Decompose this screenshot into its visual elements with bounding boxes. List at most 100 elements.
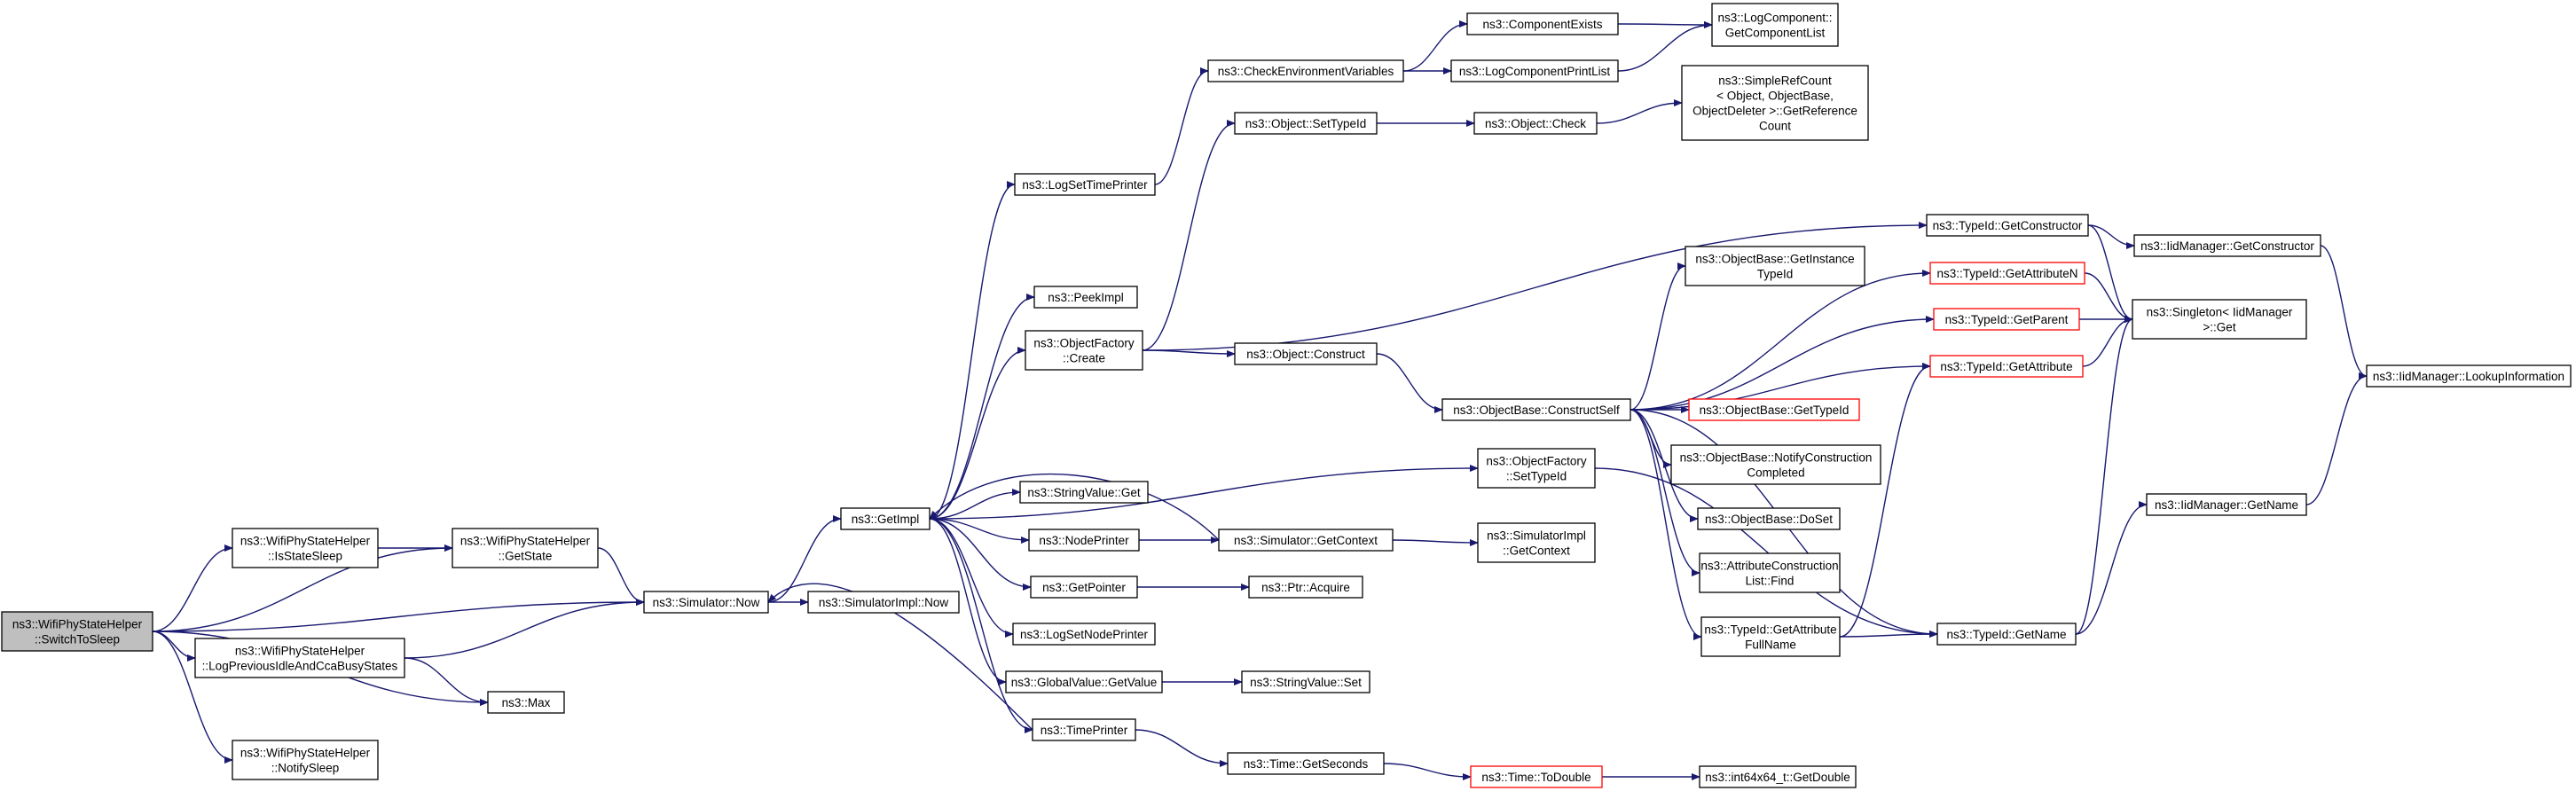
graph-node-box [807,591,960,614]
graph-node-objsettypeid[interactable]: ns3::Object::SetTypeId [1234,112,1378,135]
graph-node-nodeprinter[interactable]: ns3::NodePrinter [1028,529,1140,552]
graph-node-isstatesleep[interactable]: ns3::WifiPhyStateHelper::IsStateSleep [232,528,379,568]
graph-node-timeprinter[interactable]: ns3::TimePrinter [1032,718,1136,741]
graph-node-label: ns3::TypeId::GetAttribute [1940,360,2072,373]
call-edge-timegetseconds-to-timetodouble [1383,763,1472,780]
graph-node-logsetnode[interactable]: ns3::LogSetNodePrinter [1012,623,1156,646]
graph-node-logsettime[interactable]: ns3::LogSetTimePrinter [1014,173,1156,196]
graph-node-label: ns3::SimulatorImpl::Now [819,596,949,609]
call-edge-getimpl-to-getpointer [929,518,1032,591]
graph-node-simimplnow[interactable]: ns3::SimulatorImpl::Now [807,591,960,614]
graph-node-label: ns3::SimpleRefCount [1718,74,1832,87]
graph-node-stringvalueget[interactable]: ns3::StringValue::Get [1019,481,1149,504]
graph-node-objfactsettypeid[interactable]: ns3::ObjectFactory::SetTypeId [1477,448,1596,489]
graph-node-timegetseconds[interactable]: ns3::Time::GetSeconds [1227,752,1385,775]
graph-node-box [1473,112,1598,135]
graph-node-label: ns3::ObjectBase::ConstructSelf [1453,403,1620,417]
graph-node-label: ::IsStateSleep [268,549,342,562]
call-edge-getimpl-to-nodeprinter [929,518,1030,544]
graph-node-peekimpl[interactable]: ns3::PeekImpl [1033,286,1138,309]
graph-node-label: ns3::Max [502,696,551,709]
graph-node-label: ns3::TypeId::GetParent [1945,313,2069,326]
graph-node-label: List::Find [1746,574,1795,587]
graph-node-iidgetname[interactable]: ns3::IidManager::GetName [2146,493,2307,516]
graph-node-objconstruct[interactable]: ns3::Object::Construct [1234,342,1378,365]
graph-node-label: ns3::StringValue::Set [1250,676,1362,689]
graph-node-label: ns3::WifiPhyStateHelper [12,617,143,631]
graph-node-label: >::Get [2203,320,2235,333]
call-edge-getimpl-to-peekimpl [929,294,1035,520]
graph-node-stringvalueset[interactable]: ns3::StringValue::Set [1241,670,1370,693]
graph-node-simplerefcount[interactable]: ns3::SimpleRefCount< Object, ObjectBase,… [1681,65,1869,141]
graph-node-componentexists[interactable]: ns3::ComponentExists [1466,12,1619,35]
graph-node-logcompprintlist[interactable]: ns3::LogComponentPrintList [1450,59,1619,82]
graph-node-label: ns3::WifiPhyStateHelper [235,644,365,657]
graph-node-typeidgetattrn[interactable]: ns3::TypeId::GetAttributeN [1929,262,2085,285]
graph-node-label: ObjectDeleter >::GetReference [1692,104,1857,117]
graph-node-box [1005,670,1163,693]
graph-node-label: TypeId [1757,267,1794,280]
call-edge-objcheck-to-simplerefcount [1596,99,1683,124]
graph-node-ptracquire[interactable]: ns3::Ptr::Acquire [1248,576,1363,599]
graph-node-label: ::SetTypeId [1506,469,1567,482]
graph-node-objcheck[interactable]: ns3::Object::Check [1473,112,1598,135]
graph-node-label: GetComponentList [1725,26,1826,39]
graph-node-objbaseconstructself[interactable]: ns3::ObjectBase::ConstructSelf [1441,398,1631,421]
call-edge-switch-to-notifysleep [152,631,233,764]
graph-node-box [1248,576,1363,599]
graph-node-globalvalue[interactable]: ns3::GlobalValue::GetValue [1005,670,1163,693]
call-edge-switch-to-simnow [152,599,645,632]
graph-node-label: ns3::Object::Check [1485,117,1586,130]
graph-node-max[interactable]: ns3::Max [487,691,565,714]
graph-node-objfactcreate[interactable]: ns3::ObjectFactory::Create [1025,330,1143,371]
call-edge-objbaseconstructself-to-objbasedoset [1630,409,1699,522]
graph-node-getpointer[interactable]: ns3::GetPointer [1030,576,1138,599]
graph-node-label: ns3::ObjectBase::GetTypeId [1700,403,1850,417]
call-edge-objfactcreate-to-objsettypeid [1142,120,1236,351]
graph-node-checkenv[interactable]: ns3::CheckEnvironmentVariables [1207,59,1404,82]
graph-node-box [232,740,379,780]
graph-node-label: ns3::Singleton< IidManager [2147,305,2293,318]
graph-node-box [1234,112,1378,135]
call-edge-logcompprintlist-to-logcompgetlist [1617,21,1713,72]
graph-node-iidlookup[interactable]: ns3::IidManager::LookupInformation [2366,364,2572,388]
graph-node-simgetcontext[interactable]: ns3::Simulator::GetContext [1218,529,1394,552]
graph-node-box [1681,65,1869,141]
graph-node-switch[interactable]: ns3::WifiPhyStateHelper::SwitchToSleep [1,611,153,652]
graph-node-box [1028,529,1140,552]
graph-node-box [1933,308,2080,331]
graph-node-typeidgetparent[interactable]: ns3::TypeId::GetParent [1933,308,2080,331]
graph-node-label: ns3::NodePrinter [1039,534,1129,547]
graph-node-typeidgetconstructor[interactable]: ns3::TypeId::GetConstructor [1926,214,2089,237]
graph-node-box [1450,59,1619,82]
call-edge-iidgetname-to-iidlookup [2305,372,2368,505]
graph-node-simnow[interactable]: ns3::Simulator::Now [643,591,769,614]
call-edge-timeprinter-to-timegetseconds [1135,729,1229,767]
graph-node-objbasenotify[interactable]: ns3::ObjectBase::NotifyConstructionCompl… [1670,444,1881,485]
call-edge-switch-to-getstate [152,544,453,632]
graph-node-typeidgetattribute[interactable]: ns3::TypeId::GetAttribute [1929,355,2084,378]
call-edge-typeidgetattrn-to-singletonget [2084,272,2133,323]
graph-node-timetodouble[interactable]: ns3::Time::ToDouble [1470,765,1603,788]
graph-node-box [1207,59,1404,82]
call-edge-iidgetconstructor-to-iidlookup [2320,245,2368,380]
graph-node-iidgetconstructor[interactable]: ns3::IidManager::GetConstructor [2133,234,2321,257]
graph-node-objbasegettypeid[interactable]: ns3::ObjectBase::GetTypeId [1688,398,1860,421]
graph-node-logcompgetlist[interactable]: ns3::LogComponent::GetComponentList [1711,3,1839,47]
graph-node-typeidgetname[interactable]: ns3::TypeId::GetName [1936,623,2077,646]
graph-node-notifysleep[interactable]: ns3::WifiPhyStateHelper::NotifySleep [232,740,379,780]
graph-node-singletonget[interactable]: ns3::Singleton< IidManager>::Get [2132,299,2307,340]
graph-node-logprev[interactable]: ns3::WifiPhyStateHelper::LogPreviousIdle… [194,638,405,678]
graph-node-box [452,528,599,568]
graph-node-getstate[interactable]: ns3::WifiPhyStateHelper::GetState [452,528,599,568]
call-edge-typeidgetname-to-singletonget [2075,316,2133,635]
call-edge-objbaseconstructself-to-typeidgetattribute [1630,363,1931,411]
graph-node-simimplgetcontext[interactable]: ns3::SimulatorImpl::GetContext [1477,522,1596,563]
graph-node-int64getdouble[interactable]: ns3::int64x64_t::GetDouble [1699,765,1857,788]
graph-node-getimpl[interactable]: ns3::GetImpl [840,507,931,530]
graph-node-label: ns3::ObjectBase::GetInstance [1695,252,1854,265]
graph-node-objbasedoset[interactable]: ns3::ObjectBase::DoSet [1697,507,1841,530]
